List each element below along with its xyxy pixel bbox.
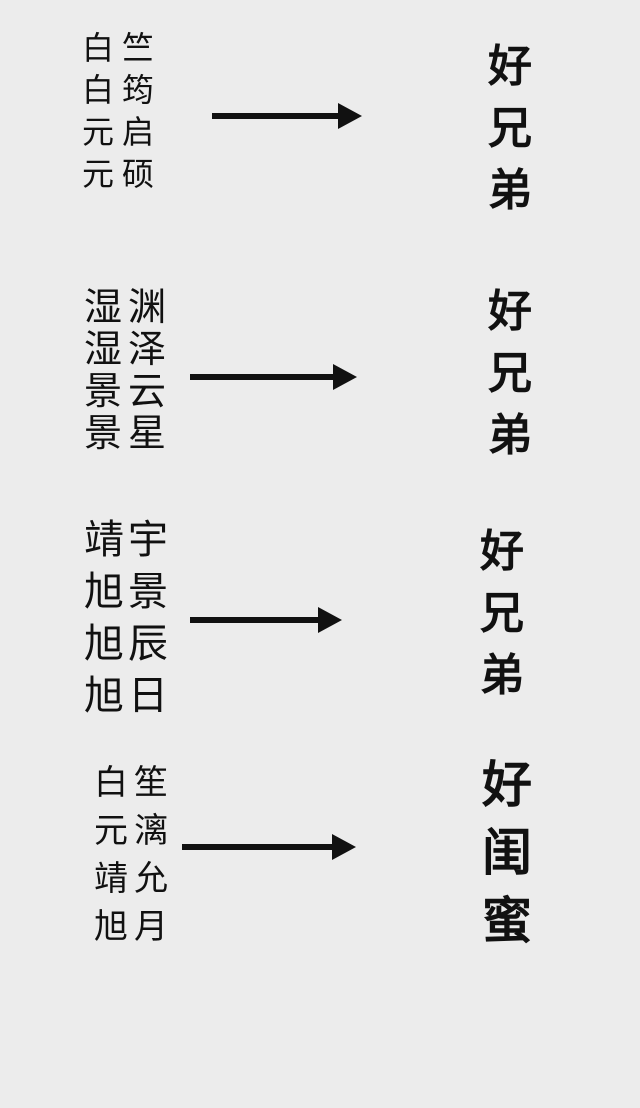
group-3-right-names: 宇景辰日 [128, 520, 168, 728]
result-character: 弟 [488, 410, 532, 461]
character: 渊 [128, 285, 167, 329]
result-character: 蜜 [482, 891, 532, 950]
character: 湿 [84, 327, 123, 371]
character: 靖 [94, 859, 128, 899]
character: 旭 [94, 907, 128, 947]
group-1-result: 好兄弟 [488, 45, 532, 231]
result-character: 好 [488, 286, 532, 337]
group-2-right-names: 渊泽云星 [128, 288, 166, 456]
arrow-icon [190, 607, 342, 633]
group-2-result: 好兄弟 [488, 290, 532, 476]
character: 景 [128, 569, 168, 615]
group-3-left-names: 靖旭旭旭 [84, 520, 124, 728]
character: 景 [84, 411, 123, 455]
character: 云 [128, 369, 167, 413]
character: 旭 [84, 569, 124, 615]
character: 元 [82, 155, 115, 193]
character: 启 [122, 113, 155, 151]
result-character: 弟 [488, 165, 532, 216]
arrow-icon [190, 364, 357, 390]
character: 湿 [84, 285, 123, 329]
character: 旭 [84, 621, 124, 667]
arrow-icon [212, 103, 362, 129]
character: 景 [84, 369, 123, 413]
character: 星 [128, 411, 167, 455]
result-character: 兄 [488, 348, 532, 399]
character: 白 [82, 71, 115, 109]
arrow-icon [182, 834, 356, 860]
group-4-left-names: 白元靖旭 [94, 766, 128, 958]
character: 月 [134, 907, 168, 947]
result-character: 好 [482, 755, 532, 814]
character: 日 [128, 673, 168, 719]
result-character: 弟 [480, 650, 524, 701]
character: 筠 [122, 71, 155, 109]
character: 元 [82, 113, 115, 151]
character: 泽 [128, 327, 167, 371]
group-4-result: 好闺蜜 [482, 760, 532, 964]
result-character: 兄 [480, 588, 524, 639]
character: 硕 [122, 155, 155, 193]
character: 白 [82, 29, 115, 67]
character: 辰 [128, 621, 168, 667]
result-character: 好 [480, 526, 524, 577]
result-character: 兄 [488, 103, 532, 154]
character: 旭 [84, 673, 124, 719]
character: 元 [94, 811, 128, 851]
group-4-right-names: 笙漓允月 [134, 766, 168, 958]
group-3-result: 好兄弟 [480, 530, 524, 716]
character: 漓 [134, 811, 168, 851]
group-2-left-names: 湿湿景景 [84, 288, 122, 456]
character: 白 [94, 763, 128, 803]
group-1-left-names: 白白元元 [82, 32, 114, 200]
result-character: 好 [488, 41, 532, 92]
character: 宇 [128, 517, 168, 563]
result-character: 闺 [482, 823, 532, 882]
character: 竺 [122, 29, 155, 67]
character: 允 [134, 859, 168, 899]
character: 笙 [134, 763, 168, 803]
group-1-right-names: 竺筠启硕 [122, 32, 154, 200]
character: 靖 [84, 517, 124, 563]
